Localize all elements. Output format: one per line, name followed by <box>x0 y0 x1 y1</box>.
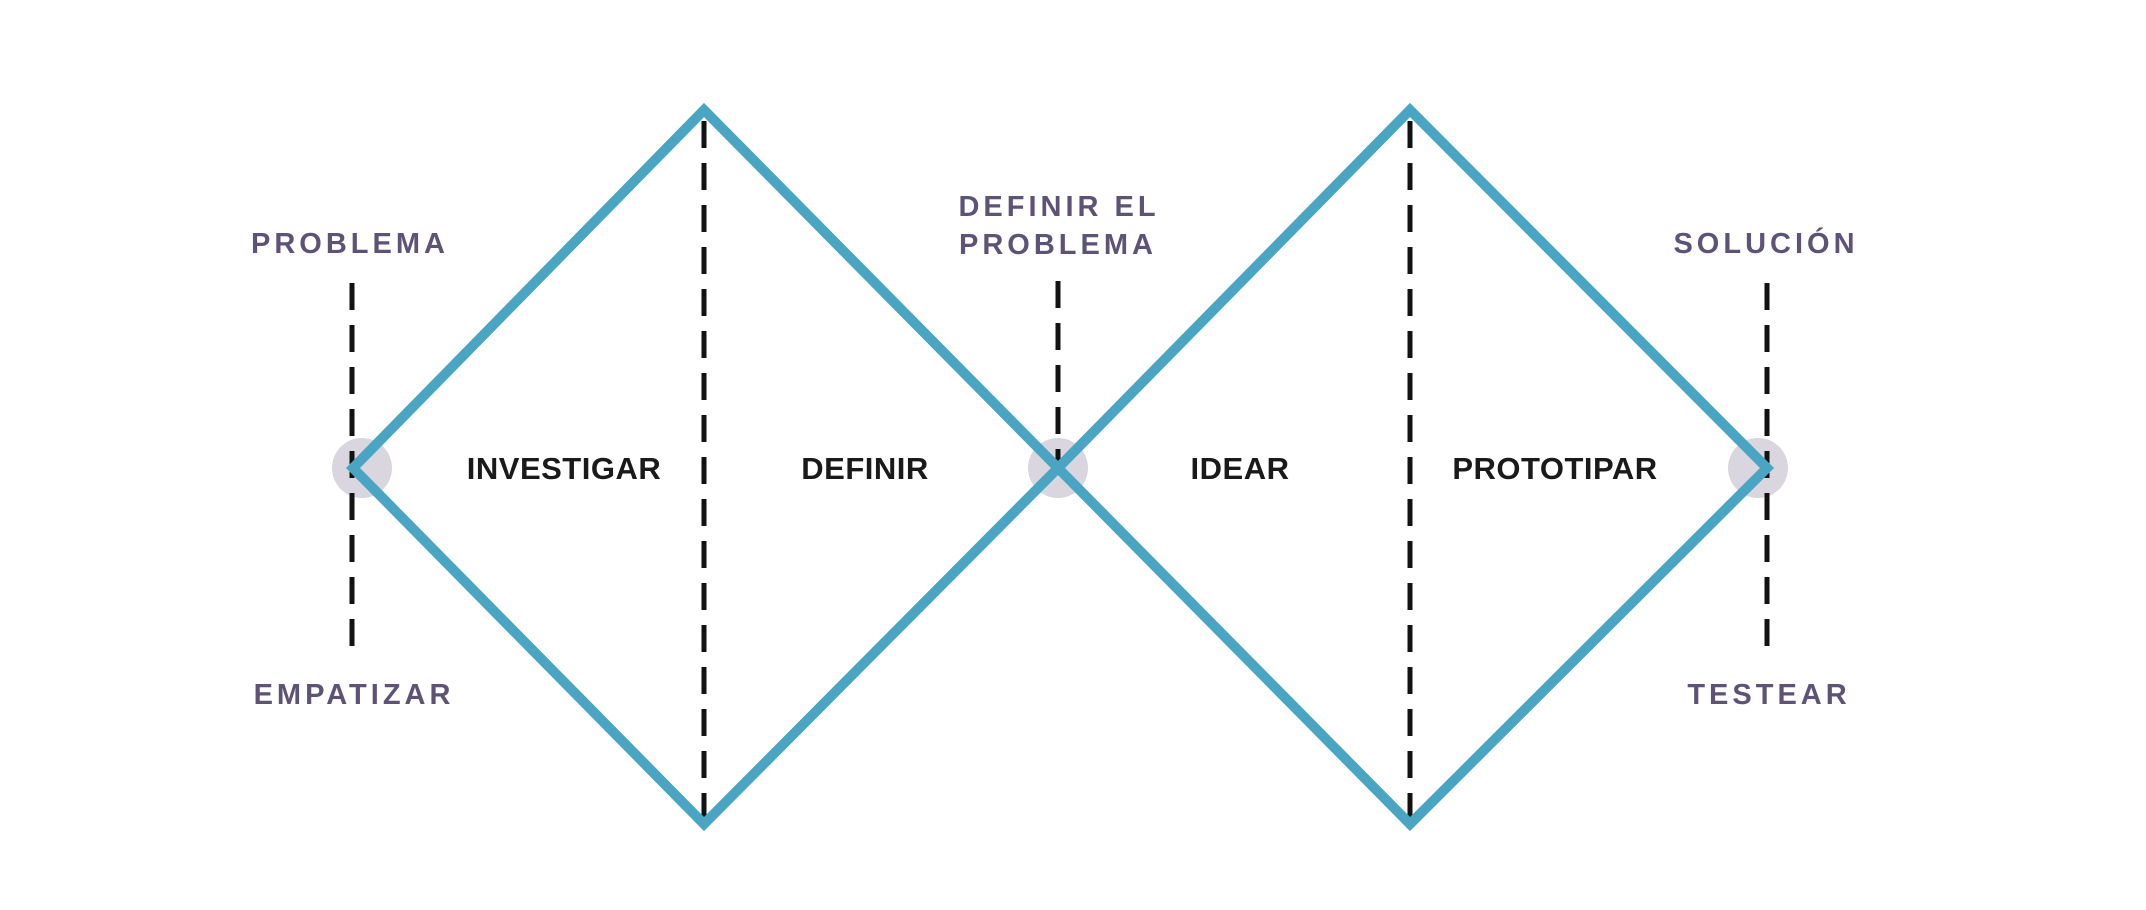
idear-label: IDEAR <box>1191 451 1290 486</box>
definir-el-problema-label-line1: DEFINIR EL <box>958 191 1159 223</box>
prototipar-label: PROTOTIPAR <box>1452 451 1657 486</box>
solucion-label: SOLUCIÓN <box>1673 226 1858 260</box>
definir-label: DEFINIR <box>801 451 929 486</box>
testear-label: TESTEAR <box>1687 679 1850 711</box>
definir-el-problema-label-line2: PROBLEMA <box>959 229 1157 261</box>
second-diamond <box>1050 102 1775 832</box>
investigar-label: INVESTIGAR <box>467 451 661 486</box>
empatizar-label: EMPATIZAR <box>254 679 455 711</box>
solucion-node <box>1728 438 1788 498</box>
problema-node <box>332 438 392 498</box>
problema-label: PROBLEMA <box>251 228 449 260</box>
